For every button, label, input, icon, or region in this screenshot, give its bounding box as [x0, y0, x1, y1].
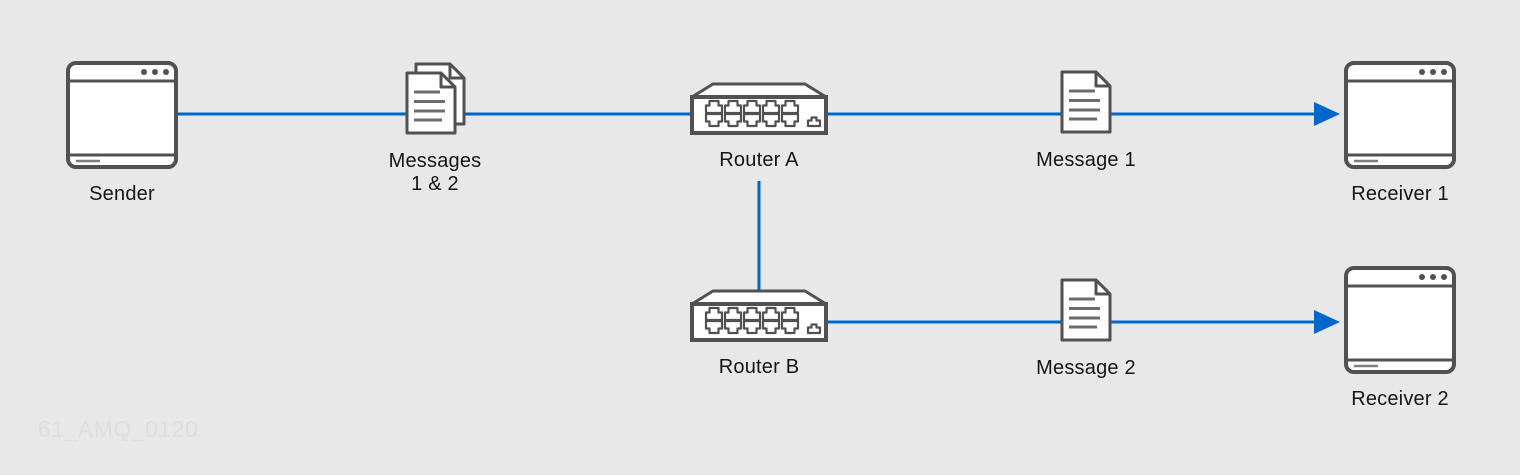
- node-message-2: Message 2: [1006, 277, 1166, 380]
- document-icon: [1059, 69, 1113, 135]
- node-label: Sender: [89, 183, 155, 205]
- node-receiver-1: Receiver 1: [1320, 61, 1480, 206]
- browser-window-icon: [1344, 61, 1456, 169]
- arrowhead-icon: [1314, 310, 1340, 334]
- node-message-1: Message 1: [1006, 69, 1166, 172]
- node-messages-1-2: Messages 1 & 2: [355, 61, 515, 196]
- router-icon: [690, 289, 828, 342]
- arrowhead-icon: [1314, 102, 1340, 126]
- node-label: Router B: [718, 356, 800, 378]
- node-receiver-2: Receiver 2: [1320, 266, 1480, 411]
- node-label-line2: 1 & 2: [411, 173, 459, 195]
- node-label-line1: Messages: [388, 150, 482, 172]
- node-label: Message 2: [1036, 357, 1136, 379]
- node-label: Messages 1 & 2: [389, 150, 482, 196]
- node-label: Message 1: [1036, 149, 1136, 171]
- document-icon: [1059, 277, 1113, 343]
- node-router-a: Router A: [679, 82, 839, 172]
- node-label: Router A: [719, 149, 799, 171]
- node-sender: Sender: [42, 61, 202, 206]
- node-router-b: Router B: [679, 289, 839, 379]
- browser-window-icon: [1344, 266, 1456, 374]
- browser-window-icon: [66, 61, 178, 169]
- watermark: 61_AMQ_0120: [38, 416, 199, 442]
- documents-icon: [404, 61, 467, 136]
- node-label: Receiver 1: [1351, 183, 1449, 205]
- node-label: Receiver 2: [1351, 388, 1449, 410]
- router-icon: [690, 82, 828, 135]
